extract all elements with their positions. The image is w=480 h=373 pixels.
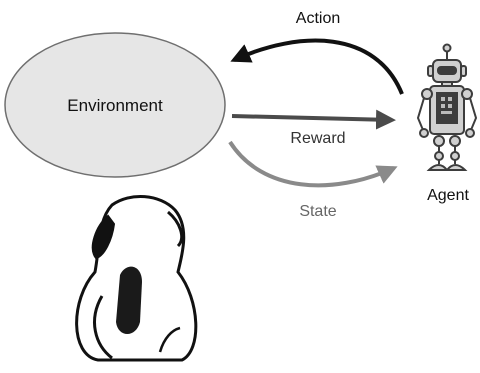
robot-icon bbox=[416, 43, 478, 171]
environment-ellipse bbox=[4, 32, 226, 178]
action-arrow: Action bbox=[230, 10, 404, 95]
dog-left-ear bbox=[91, 214, 116, 260]
state-arrow: State bbox=[228, 140, 398, 220]
action-label: Action bbox=[296, 10, 340, 27]
dog-illustration bbox=[75, 194, 198, 362]
dog-right-ear bbox=[167, 210, 184, 248]
reward-label: Reward bbox=[290, 130, 345, 147]
reward-arrow: Reward bbox=[231, 109, 396, 147]
state-label: State bbox=[299, 203, 336, 220]
action-arrow-path bbox=[230, 38, 404, 95]
agent-label: Agent bbox=[427, 187, 469, 204]
reward-arrow-path bbox=[231, 109, 396, 130]
state-arrow-path bbox=[228, 140, 398, 188]
environment-label: Environment bbox=[67, 96, 163, 115]
dog-tail bbox=[93, 295, 113, 360]
environment-node: Environment bbox=[4, 32, 226, 178]
dog-spot bbox=[116, 266, 142, 334]
